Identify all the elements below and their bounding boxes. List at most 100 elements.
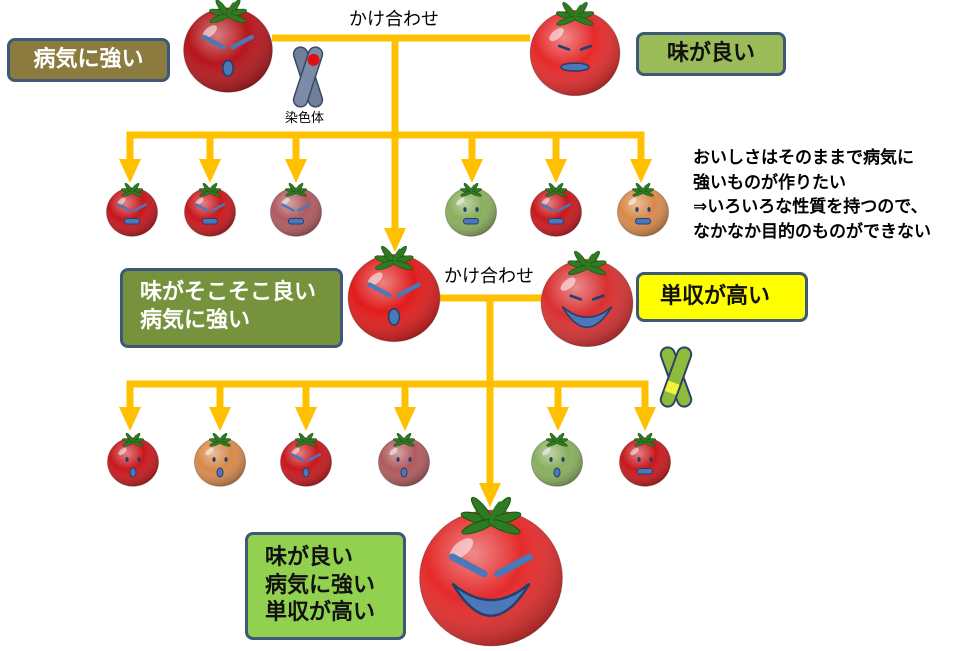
mouth (560, 62, 590, 72)
tomato-shine (367, 272, 383, 286)
tomato-shine (291, 447, 300, 456)
arrow-to-offspring (199, 159, 221, 183)
tomato-shading (280, 437, 332, 487)
eyebrow (494, 553, 533, 578)
angry-bar-face-icon (117, 203, 147, 225)
arrow-to-selected (384, 228, 406, 252)
trait-box-disease-resistant: 病気に強い (7, 38, 170, 82)
leaf-crown (285, 182, 307, 197)
stem (488, 501, 503, 525)
tomato-shine (449, 538, 474, 560)
big-smile-face-icon (561, 294, 613, 328)
tomato-shading (194, 437, 246, 487)
eye (475, 207, 479, 212)
plain-bar-face-icon (635, 207, 651, 225)
tomato-icon-parent-disease-resistant (183, 0, 273, 93)
tomato-shine (205, 447, 214, 456)
tomato-shine (628, 197, 637, 206)
leaf-crown (634, 432, 656, 447)
leaf-crown (546, 432, 568, 447)
leaf-crown (460, 182, 482, 197)
tomato-icon-second-generation (280, 432, 332, 487)
arrow-to-offspring (295, 407, 317, 431)
tomato-shine (195, 197, 204, 206)
plain-bar-face-icon (463, 207, 479, 225)
tomato-icons (106, 0, 671, 647)
mouth (216, 467, 224, 478)
eyebrow (281, 203, 295, 212)
leaf-crown (209, 0, 247, 23)
eye (649, 457, 653, 462)
trait-box-final-variety: 味が良い 病気に強い 単収が高い (245, 532, 406, 640)
leaf-crown (209, 432, 231, 447)
leaf-crown (555, 2, 595, 26)
trait-label: 病気に強い (265, 572, 376, 598)
leaf (294, 190, 307, 197)
mouth (637, 468, 653, 475)
stem (226, 2, 236, 17)
eyebrow (230, 34, 255, 50)
leaf (130, 190, 143, 197)
leaf (225, 13, 247, 23)
eyebrow (307, 453, 321, 462)
mouth (124, 218, 140, 225)
stem (642, 184, 648, 193)
angry-smile-face-icon (449, 553, 533, 618)
trait-box-good-taste: 味が良い (636, 32, 786, 76)
eyebrow (133, 203, 147, 212)
cross-label-first: かけ合わせ (349, 9, 439, 30)
leaf-crown (393, 432, 415, 447)
leaf-crown (295, 432, 317, 447)
arrow-to-offspring (119, 159, 141, 183)
stem (392, 248, 402, 264)
eye (224, 457, 228, 462)
tomato-shading (107, 437, 159, 487)
chromatid (292, 46, 324, 108)
tomato-icon-first-generation (530, 182, 582, 237)
mouth (451, 582, 531, 618)
chromosome-icon (292, 46, 324, 108)
leaf-crown (545, 182, 567, 197)
eyebrow (449, 553, 488, 578)
leaf (643, 440, 656, 447)
tomato-icon-second-generation (531, 432, 583, 487)
tomato-shading (270, 187, 322, 237)
eye (557, 44, 571, 51)
tomato-shine (117, 197, 126, 206)
leaf-crown (374, 245, 414, 271)
leaf-crown (122, 432, 144, 447)
plain-o-face-icon (125, 457, 141, 478)
tomato-shine (560, 277, 576, 291)
stem (585, 253, 595, 269)
tomato-shading (348, 254, 440, 342)
tomato-icon-second-generation (378, 432, 430, 487)
trait-label: 味がそこそこ良い (140, 280, 317, 305)
leaf (218, 440, 231, 447)
gene-marker (307, 53, 320, 66)
tomato-shine (456, 197, 465, 206)
stem (403, 434, 409, 443)
angry-face-icon (367, 282, 421, 326)
eyebrow (557, 203, 571, 212)
trait-box-high-yield: 単収が高い (636, 272, 808, 322)
eye (125, 457, 129, 462)
chromatid (659, 346, 693, 408)
eye (591, 294, 605, 301)
eye (549, 457, 553, 462)
tomato-icon-selected-offspring (347, 245, 441, 343)
eyebrow (201, 34, 226, 50)
tomato-shine (389, 447, 398, 456)
plain-o-face-icon (212, 457, 228, 478)
tomato-shine (549, 27, 564, 42)
stem (305, 434, 311, 443)
mouth (302, 467, 310, 478)
trait-label: 味が良い (265, 545, 354, 570)
tomato-icon-final-variety (419, 496, 563, 647)
tomato-shine (541, 197, 550, 206)
eye (396, 457, 400, 462)
tomato-shine (281, 197, 290, 206)
leaf (304, 440, 317, 447)
stem (556, 434, 562, 443)
